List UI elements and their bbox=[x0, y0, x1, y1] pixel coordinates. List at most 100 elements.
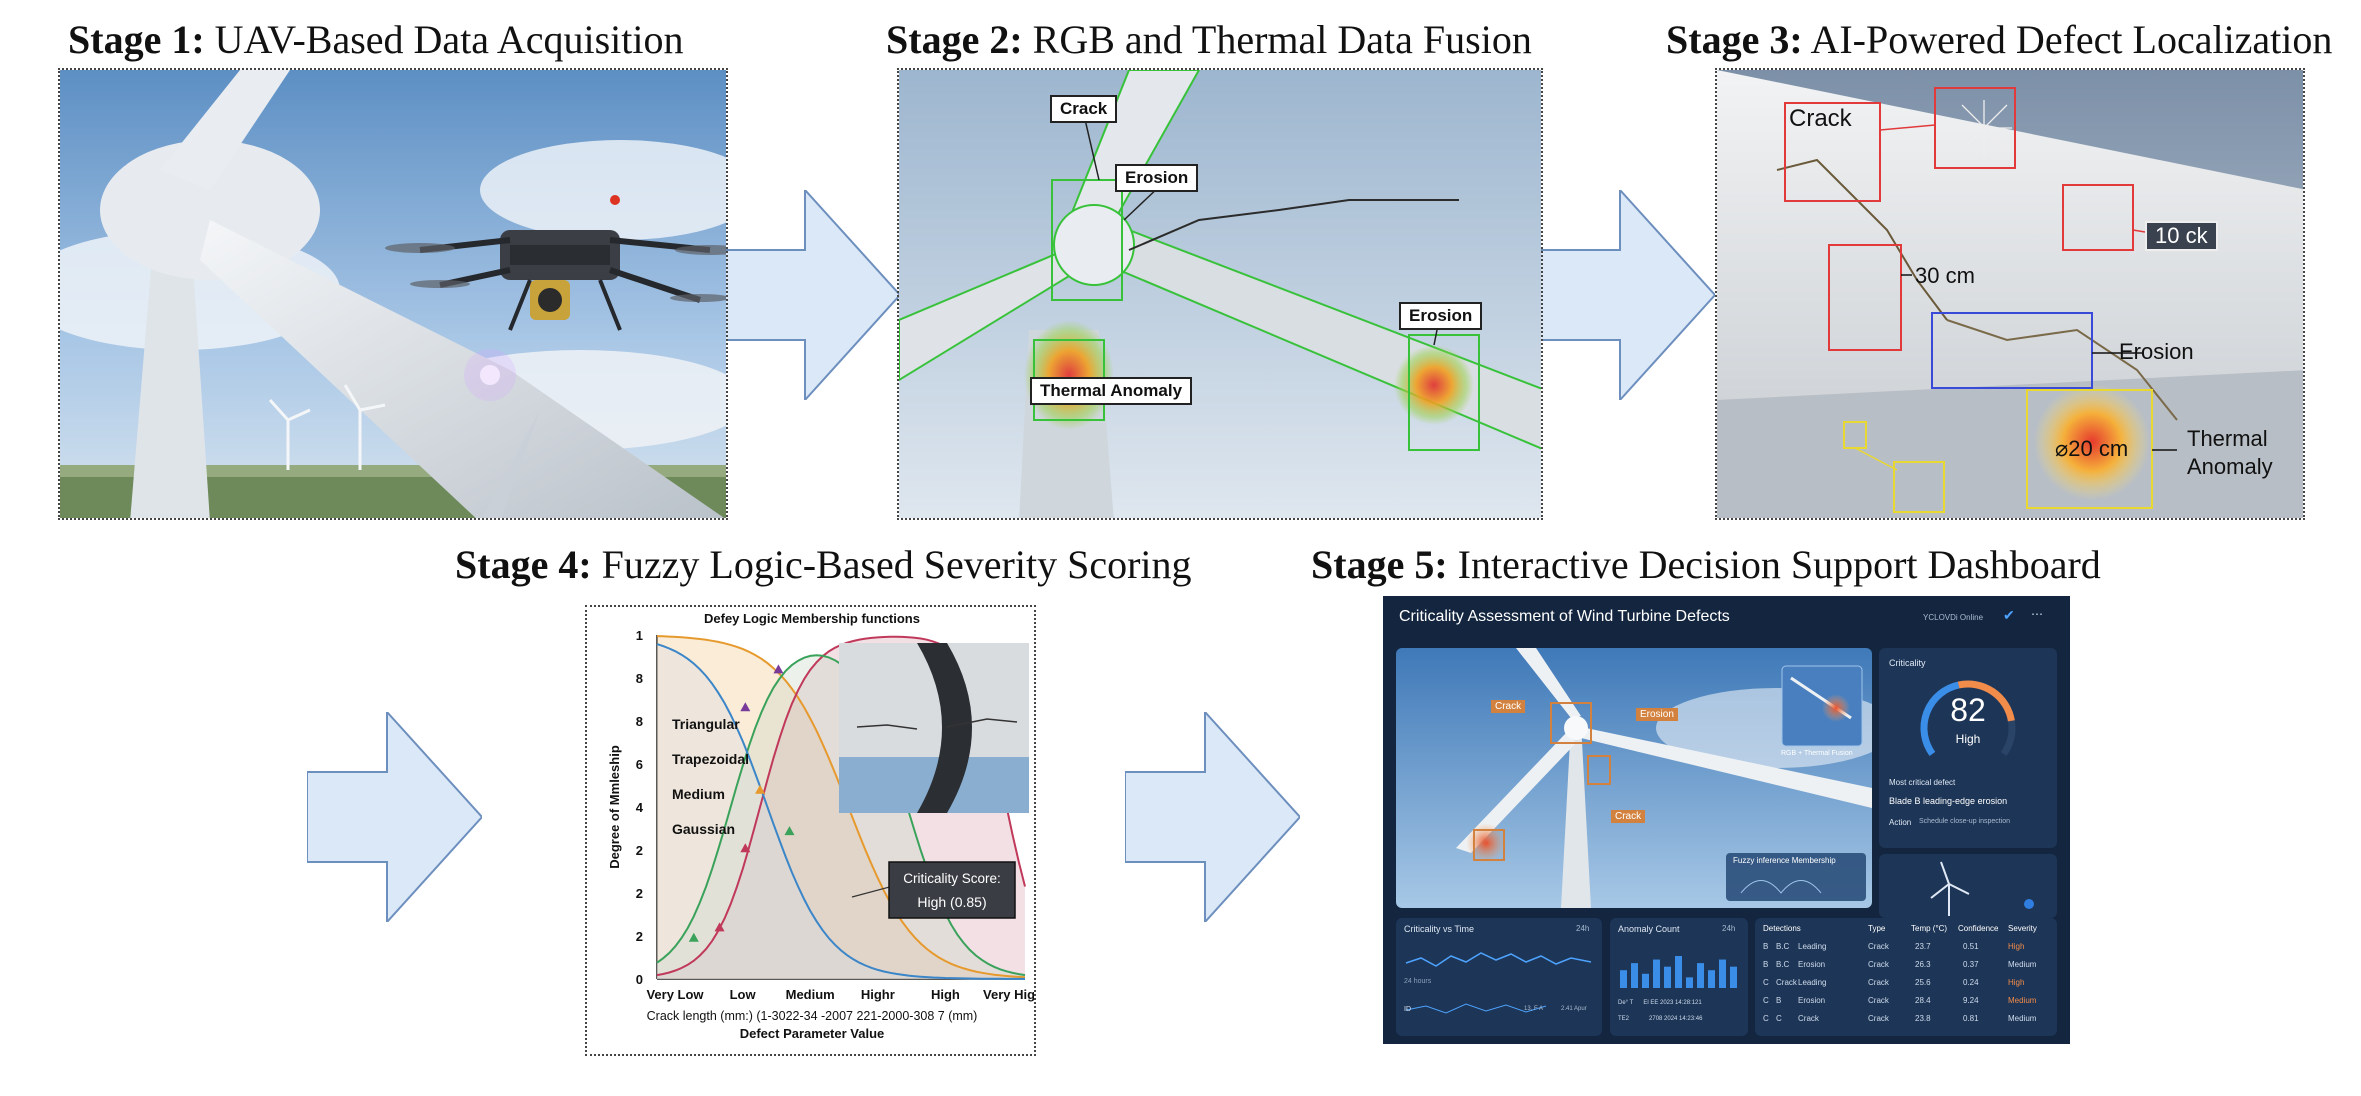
stage3-crack-label: Crack bbox=[1789, 105, 1852, 132]
detection-cell: 9.24 bbox=[1963, 996, 1979, 1005]
most-critical-label: Most critical defect bbox=[1889, 778, 1956, 787]
y-tick-label: 1 bbox=[636, 628, 643, 643]
anomaly-bar bbox=[1642, 973, 1649, 988]
anomaly-range[interactable]: 24h bbox=[1722, 924, 1736, 933]
detection-cell: 26.3 bbox=[1915, 960, 1931, 969]
detection-cell: 0.51 bbox=[1963, 942, 1979, 951]
x-axis-label: Defect Parameter Value bbox=[740, 1026, 885, 1041]
anomaly-bar bbox=[1664, 966, 1671, 988]
stage2-erosion-label-1: Erosion bbox=[1115, 164, 1199, 192]
dash-label-crack-1: Crack bbox=[1491, 700, 1526, 713]
dashboard-turbine-image bbox=[1396, 648, 1872, 908]
stage3-thermal-label: Thermal bbox=[2187, 426, 2268, 451]
legend-label: Trapezoidal bbox=[672, 751, 749, 767]
cvt-foot-1: 13, F A bbox=[1524, 1006, 1544, 1012]
score-box bbox=[888, 861, 1016, 919]
detection-cell: Medium bbox=[2008, 960, 2037, 969]
legend-label: Medium bbox=[672, 786, 725, 802]
y-tick-label: 8 bbox=[636, 671, 643, 686]
curve-marker bbox=[784, 826, 795, 836]
membership-curve bbox=[656, 643, 1025, 980]
blade-inset-photo bbox=[839, 643, 1029, 813]
action-value[interactable]: Schedule close-up inspection bbox=[1919, 818, 2011, 825]
detection-cell: Crack bbox=[1868, 996, 1889, 1005]
x-tick-label: Low bbox=[730, 987, 757, 1002]
cvt-line-chart bbox=[1405, 952, 1592, 1014]
drone-icon bbox=[385, 195, 726, 331]
cvt-foot-2: 2.41 Apur bbox=[1561, 1006, 1587, 1012]
cvt-sub: 24 hours bbox=[1404, 978, 1432, 985]
y-tick-label: 0 bbox=[636, 972, 643, 987]
cvt-title: Criticality vs Time bbox=[1404, 924, 1475, 934]
detection-cell: B.C bbox=[1776, 960, 1790, 969]
anomaly-bar bbox=[1631, 963, 1638, 988]
anomaly-bar bbox=[1686, 977, 1693, 988]
mini-turbine-icon bbox=[1930, 861, 2034, 916]
score-label: Criticality Score: bbox=[903, 871, 1001, 886]
gauge-fill-high bbox=[1957, 680, 2015, 722]
detections-card: Detections Type Temp (°C) Confidence Sev… bbox=[1755, 918, 2057, 1036]
fuzzy-caption: Fuzzy inference Membership bbox=[1733, 856, 1836, 865]
detection-cell: Medium bbox=[2008, 996, 2037, 1005]
detection-cell: Leading bbox=[1798, 978, 1827, 987]
stage3-anomaly-label: Anomaly bbox=[2187, 454, 2273, 479]
stage3-20cm-label: ⌀20 cm bbox=[2055, 436, 2129, 461]
dashboard-title: Criticality Assessment of Wind Turbine D… bbox=[1399, 608, 1730, 625]
criticality-vs-time-card: Criticality vs Time 24h 24 hours ID 13, … bbox=[1396, 918, 1602, 1036]
detection-cell: 0.37 bbox=[1963, 960, 1979, 969]
x-tick-label: Very Low bbox=[646, 987, 704, 1002]
dash-label-crack-2: Crack bbox=[1611, 810, 1646, 823]
dashboard-status: YCLOVDi Online bbox=[1923, 613, 1984, 622]
stage-5-title: Stage 5: Interactive Decision Support Da… bbox=[1311, 542, 2101, 587]
detection-cell: Leading bbox=[1798, 942, 1827, 951]
detection-cell: Medium bbox=[2008, 1014, 2037, 1023]
y-axis-label: Degree of Mmleship bbox=[607, 745, 622, 869]
detection-cell: B bbox=[1776, 996, 1782, 1005]
gauge-fill-low bbox=[1920, 681, 1960, 756]
most-critical-value: Blade B leading-edge erosion bbox=[1889, 796, 2008, 806]
stage-1-photo bbox=[58, 68, 728, 520]
stage2-erosion-label-2: Erosion bbox=[1399, 302, 1483, 330]
anomaly-bar bbox=[1730, 966, 1737, 988]
flow-arrow-4-5 bbox=[1125, 712, 1300, 922]
detection-cell: 23.8 bbox=[1915, 1014, 1931, 1023]
fusion-scene bbox=[899, 70, 1541, 518]
detection-cell: Crack bbox=[1868, 1014, 1889, 1023]
stage-3-title: Stage 3: AI-Powered Defect Localization bbox=[1666, 17, 2333, 62]
anomaly-row-2: TE2 2708 2024 14:23:46 bbox=[1618, 1016, 1703, 1022]
mini-turbine-card bbox=[1879, 854, 2057, 918]
detection-cell: C bbox=[1776, 1014, 1782, 1023]
curve-marker bbox=[773, 664, 784, 674]
stage-2-title: Stage 2: RGB and Thermal Data Fusion bbox=[886, 17, 1532, 62]
curve-marker bbox=[714, 922, 725, 932]
detection-cell: B bbox=[1763, 942, 1769, 951]
cvt-range[interactable]: 24h bbox=[1576, 924, 1590, 933]
x-tick-label: Very High bbox=[983, 987, 1036, 1002]
fusion-caption: RGB + Thermal Fusion bbox=[1781, 750, 1853, 757]
criticality-level: High bbox=[1955, 732, 1981, 746]
y-tick-label: 2 bbox=[636, 886, 643, 901]
anomaly-count-card: Anomaly Count 24h De° T El EE 2023 14:28… bbox=[1610, 918, 1748, 1036]
stage-3-photo: Crack 10 ck 30 cm Erosion ⌀20 cm Thermal… bbox=[1715, 68, 2305, 520]
check-icon: ✔ bbox=[2003, 607, 2015, 623]
flow-arrow-into-4 bbox=[307, 712, 482, 922]
curve-marker bbox=[740, 843, 751, 853]
menu-icon[interactable]: ⋯ bbox=[2031, 607, 2043, 621]
detection-cell: Crack bbox=[1776, 978, 1797, 987]
anomaly-bar-chart bbox=[1620, 956, 1737, 988]
curve-marker bbox=[688, 932, 699, 942]
action-label: Action bbox=[1889, 818, 1912, 827]
membership-chart: Defey Logic Membership functions02224688… bbox=[607, 611, 1036, 1041]
anomaly-bar bbox=[1719, 959, 1726, 988]
detection-cell: 0.24 bbox=[1963, 978, 1979, 987]
anomaly-bar bbox=[1697, 963, 1704, 988]
x-tick-label: Medium bbox=[786, 987, 835, 1002]
chart-title: Defey Logic Membership functions bbox=[704, 611, 920, 626]
stage-2-photo: Crack Erosion Erosion Thermal Anomaly bbox=[897, 68, 1543, 520]
detection-cell: C bbox=[1763, 996, 1769, 1005]
x-tick-label: Highr bbox=[861, 987, 895, 1002]
stage3-erosion-label: Erosion bbox=[2119, 339, 2194, 364]
anomaly-row-1: De° T El EE 2023 14:28:121 bbox=[1618, 1000, 1702, 1006]
detection-cell: Erosion bbox=[1798, 960, 1826, 969]
